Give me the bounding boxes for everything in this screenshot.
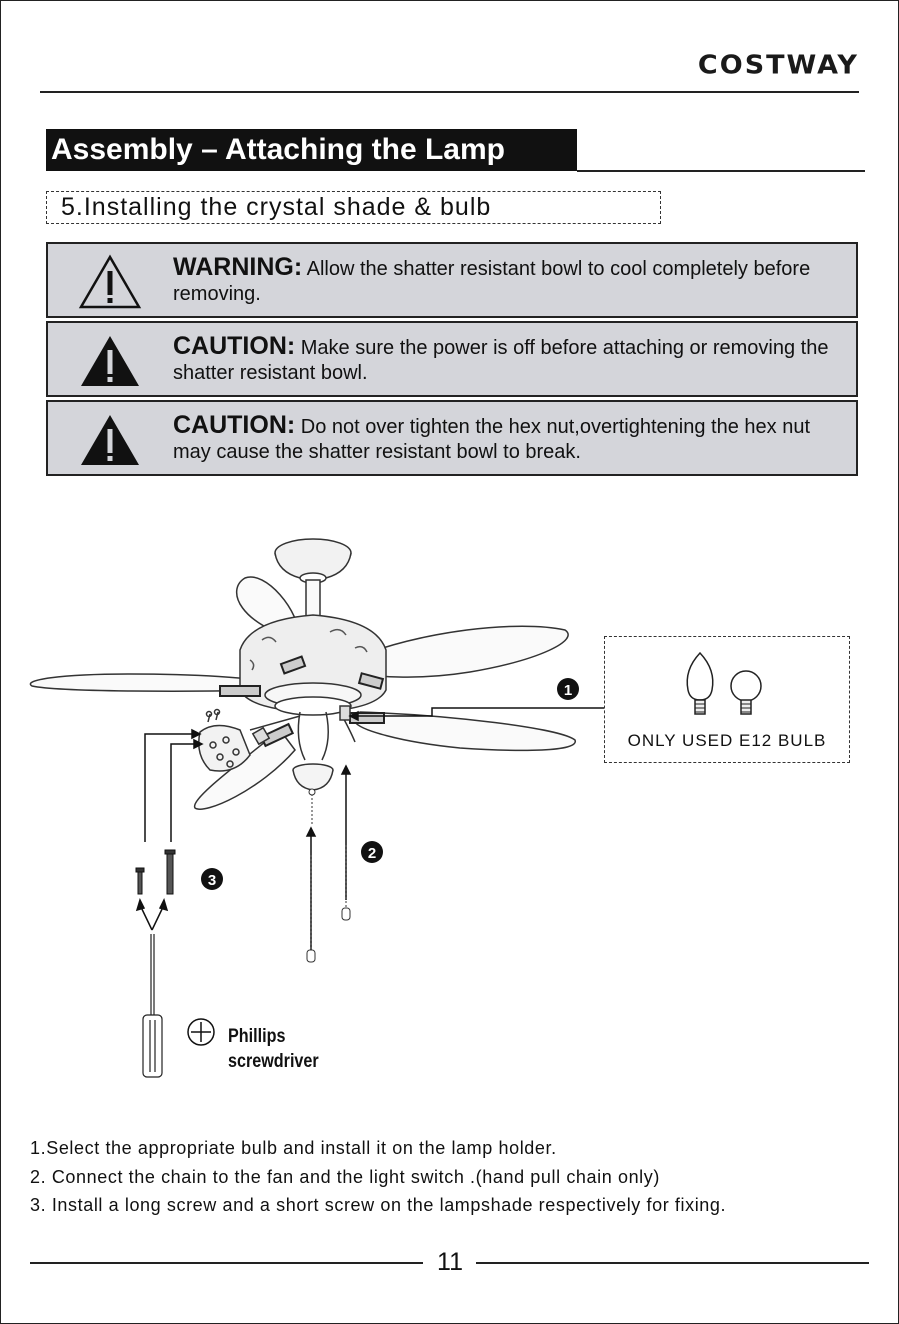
bulb-info-box: ONLY USED E12 BULB xyxy=(604,636,850,763)
notice-text: CAUTION: Do not over tighten the hex nut… xyxy=(173,413,842,465)
lamp-shade xyxy=(198,708,251,772)
candle-bulb-icon xyxy=(686,651,714,715)
notice-body: Allow the shatter resistant bowl to cool… xyxy=(173,258,811,305)
arrow-icon xyxy=(340,764,352,775)
leader-line-screw xyxy=(170,743,198,842)
instruction-step-3: 3. Install a long screw and a short scre… xyxy=(30,1195,727,1215)
leader-line-screw xyxy=(144,733,196,842)
chain-fob xyxy=(341,907,351,921)
tool-label: Phillips screwdriver xyxy=(228,1024,319,1074)
instruction-step-2: 2. Connect the chain to the fan and the … xyxy=(30,1167,660,1187)
caution-notice-power: CAUTION: Make sure the power is off befo… xyxy=(46,321,858,397)
phillips-symbol-icon xyxy=(187,1018,215,1046)
caution-filled-icon xyxy=(81,415,139,465)
chain-fob xyxy=(306,949,316,963)
arrow-icon xyxy=(348,710,359,722)
callout-number: 2 xyxy=(368,845,376,862)
fan-blade xyxy=(29,673,271,692)
callout-number: 3 xyxy=(208,872,216,889)
short-screw xyxy=(135,867,145,895)
notice-body: Make sure the power is off before attach… xyxy=(173,337,829,384)
ceiling-fan-assembly-diagram: 1 2 3 xyxy=(29,538,762,1078)
arrow-icon xyxy=(193,738,204,750)
caution-notice-hex-nut: CAUTION: Do not over tighten the hex nut… xyxy=(46,400,858,476)
notice-body: Do not over tighten the hex nut,overtigh… xyxy=(173,416,811,463)
notice-label: CAUTION: xyxy=(173,332,296,360)
footer-rule-right xyxy=(476,1262,869,1264)
fan-blade xyxy=(354,711,576,752)
fan-blade xyxy=(349,625,569,678)
instruction-step-1: 1.Select the appropriate bulb and instal… xyxy=(30,1138,557,1158)
warning-outline-icon xyxy=(78,254,142,309)
bulb-caption: ONLY USED E12 BULB xyxy=(627,731,827,750)
blade-bracket xyxy=(279,655,307,675)
notice-label: WARNING: xyxy=(173,253,303,281)
callout-number: 1 xyxy=(564,682,572,699)
motor-housing xyxy=(239,614,387,716)
footer-rule-left xyxy=(30,1262,423,1264)
caution-filled-icon xyxy=(81,336,139,386)
arrow-icon xyxy=(305,826,317,837)
notice-label: CAUTION: xyxy=(173,411,296,439)
arrow-icon xyxy=(191,728,202,740)
callout-2: 2 xyxy=(361,841,383,863)
tool-label-line1: Phillips xyxy=(228,1026,286,1047)
brand-logo: COSTWAY xyxy=(697,50,859,81)
callout-1: 1 xyxy=(557,678,579,700)
arrow-icon xyxy=(158,897,169,912)
light-bowl xyxy=(292,763,334,791)
screwdriver xyxy=(142,934,163,1078)
blade-bracket xyxy=(357,672,385,690)
page-number: 11 xyxy=(437,1248,463,1276)
ceiling-canopy xyxy=(274,538,352,584)
callout-3: 3 xyxy=(201,868,223,890)
leader-line-bulb xyxy=(352,707,604,717)
light-kit-arms xyxy=(249,711,356,761)
long-screw xyxy=(164,849,176,895)
chain-knob xyxy=(308,788,316,796)
lamp-socket xyxy=(251,705,351,746)
header-rule xyxy=(40,91,859,93)
tool-label-line2: screwdriver xyxy=(228,1051,319,1072)
warning-notice: WARNING: Allow the shatter resistant bow… xyxy=(46,242,858,318)
arrow-icon xyxy=(135,897,146,912)
blade-bracket xyxy=(219,685,261,697)
step-title: 5.Installing the crystal shade & bulb xyxy=(46,191,661,224)
notice-text: WARNING: Allow the shatter resistant bow… xyxy=(173,255,842,307)
section-rule xyxy=(577,170,865,172)
section-title: Assembly – Attaching the Lamp xyxy=(46,129,577,171)
notice-text: CAUTION: Make sure the power is off befo… xyxy=(173,334,842,386)
globe-bulb-icon xyxy=(730,670,762,715)
